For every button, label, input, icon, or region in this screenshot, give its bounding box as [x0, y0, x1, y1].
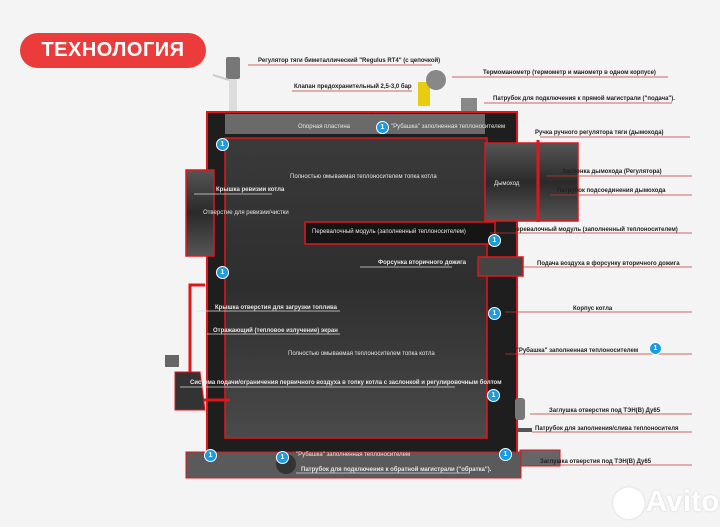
number-badge: 1	[649, 342, 662, 355]
number-badge: 1	[499, 448, 512, 461]
label-draft-regulator: Регулятор тяги биметаллический "Regulus …	[258, 58, 441, 64]
number-badge: 1	[204, 449, 217, 462]
inspection-door	[185, 169, 215, 257]
label-transfer-module-inner: Перевалочный модуль (заполненный теплоно…	[312, 229, 466, 235]
chimney-pipe	[484, 142, 579, 222]
label-heater-plug-2: Заглушка отверстия под ТЭН(В) Ду65	[540, 459, 652, 465]
number-badge: 1	[216, 266, 229, 279]
label-chimney-pipe: Патрубок подсоединения дымохода	[557, 188, 666, 194]
label-jacket-bottom: "Рубашка" заполненная теплоносителем	[296, 452, 411, 458]
secondary-nozzle	[477, 256, 524, 277]
draft-regulator	[226, 57, 240, 79]
number-badge: 1	[216, 138, 229, 151]
label-secondary-nozzle: Форсунка вторичного дожига	[378, 260, 466, 266]
label-transfer-module: Перевалочный модуль (заполненный теплоно…	[512, 227, 678, 233]
label-fill-drain: Патрубок для заполнения/слива теплоносит…	[535, 426, 679, 432]
label-chimney: Дымоход	[494, 181, 520, 187]
label-return-pipe: Патрубок для подключения к обратной маги…	[301, 467, 492, 473]
label-support-plate: Опорная пластина	[298, 124, 350, 130]
label-supply-pipe: Патрубок для подключения к прямой магист…	[493, 96, 675, 102]
number-badge: 1	[488, 307, 501, 320]
label-jacket-right: "Рубашка" заполненная теплоносителем	[516, 348, 639, 354]
label-boiler-body: Корпус котла	[573, 306, 613, 312]
number-badge: 1	[488, 234, 501, 247]
label-loading-cover: Крышка отверстия для загрузки топлива	[215, 305, 337, 311]
inner-leader-lines	[180, 193, 470, 474]
loading-door	[188, 283, 230, 402]
number-badge: 1	[276, 451, 289, 464]
label-jacket-top: "Рубашка" заполненная теплоносителем	[391, 124, 506, 130]
label-heater-plug-1: Заглушка отверстия под ТЭН(В) Ду65	[549, 408, 661, 414]
avito-logo-icon: ⬤	[612, 485, 646, 518]
number-badge: 1	[376, 121, 389, 134]
label-primary-air: Система подачи/ограничения первичного во…	[190, 380, 502, 386]
safety-valve	[418, 82, 430, 106]
firebox	[224, 137, 488, 439]
boiler-base	[185, 451, 522, 479]
supply-pipe	[461, 98, 477, 114]
label-firebox-bottom: Полностью омываемая теплоносителем топка…	[288, 351, 435, 357]
label-chimney-handle: Ручка ручного регулятора тяги (дымохода)	[535, 130, 664, 136]
label-inspection-hole: Отверстие для ревизии/чистки	[203, 210, 289, 216]
label-inspection-cover: Крышка ревизии котла	[216, 187, 285, 193]
label-safety-valve: Клапан предохранительный 2,5-3,0 бар	[294, 84, 412, 90]
label-chimney-damper: Заслонка дымохода (Регулятора)	[562, 169, 662, 175]
label-thermomanometer: Термоманометр (термометр и манометр в од…	[483, 70, 656, 76]
label-firebox-top: Полностью омываемая теплоносителем топка…	[290, 174, 437, 180]
avito-watermark: ⬤Avito	[612, 485, 720, 518]
label-reflector: Отражающий (тепловое излучение) экран	[213, 328, 338, 334]
title-badge: ТЕХНОЛОГИЯ	[20, 33, 206, 68]
number-badge: 1	[487, 389, 500, 402]
support-plate	[225, 114, 485, 134]
label-secondary-air: Подача воздуха в форсунку вторичного дож…	[537, 261, 680, 267]
leader-lines	[248, 64, 692, 466]
thermomanometer	[426, 70, 446, 90]
